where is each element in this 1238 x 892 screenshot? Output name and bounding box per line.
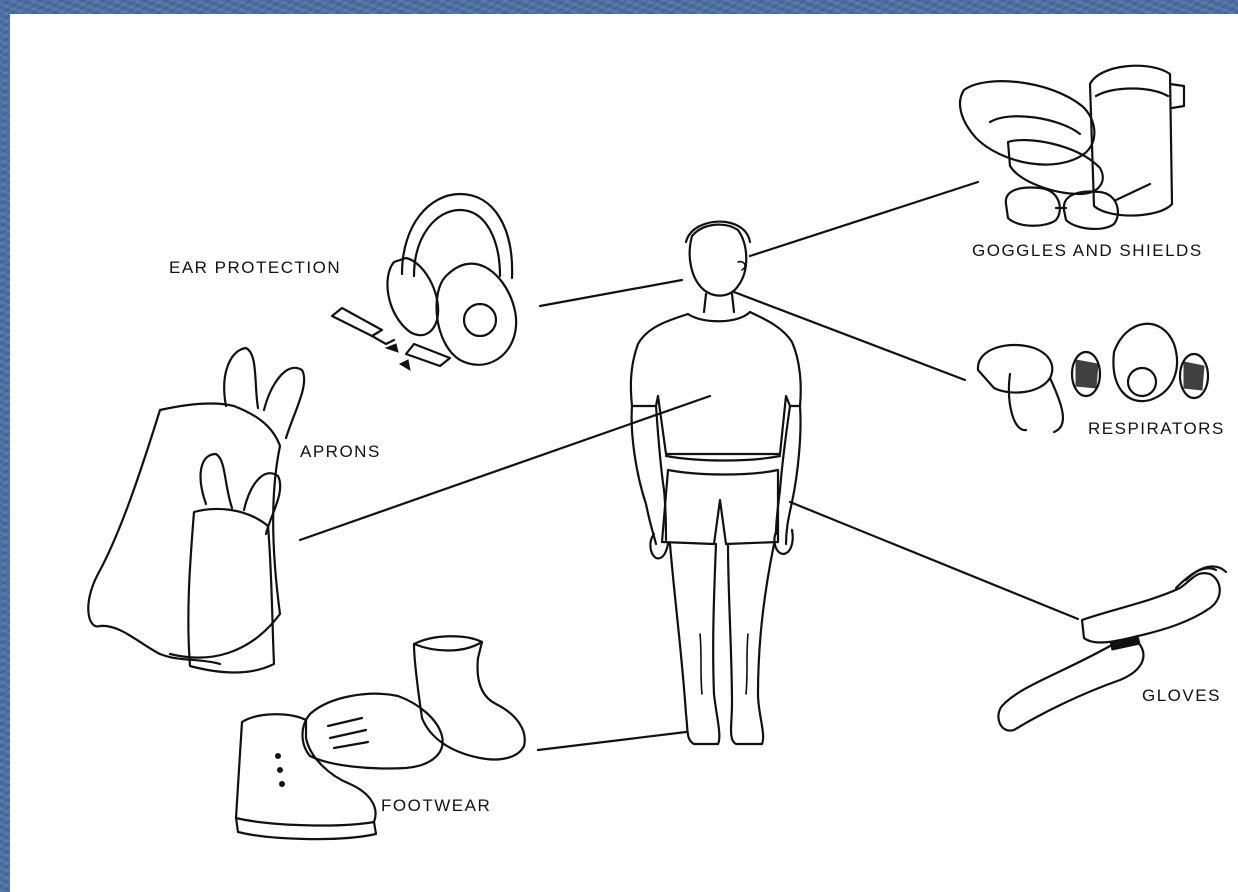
respirators-illustration [978,324,1208,432]
label-goggles-and-shields: GOGGLES AND SHIELDS [972,241,1203,261]
label-footwear: FOOTWEAR [381,796,491,816]
diagram-canvas: EAR PROTECTION GOGGLES AND SHIELDS APRON… [10,14,1238,892]
aprons-illustration [88,348,304,673]
label-respirators: RESPIRATORS [1088,419,1225,439]
connector-goggles [750,182,978,256]
human-figure [631,222,801,744]
ppe-illustration [10,14,1238,892]
label-ear-protection: EAR PROTECTION [169,258,341,278]
ear-protection-illustration [332,194,516,370]
connector-respirators [734,292,965,380]
label-aprons: APRONS [300,442,381,462]
connector-gloves [790,502,1078,619]
goggles-and-shields-illustration [960,66,1184,229]
connector-ear-protection [540,280,682,306]
label-gloves: GLOVES [1142,686,1221,706]
connector-lines [300,182,1078,750]
connector-footwear [538,732,686,750]
